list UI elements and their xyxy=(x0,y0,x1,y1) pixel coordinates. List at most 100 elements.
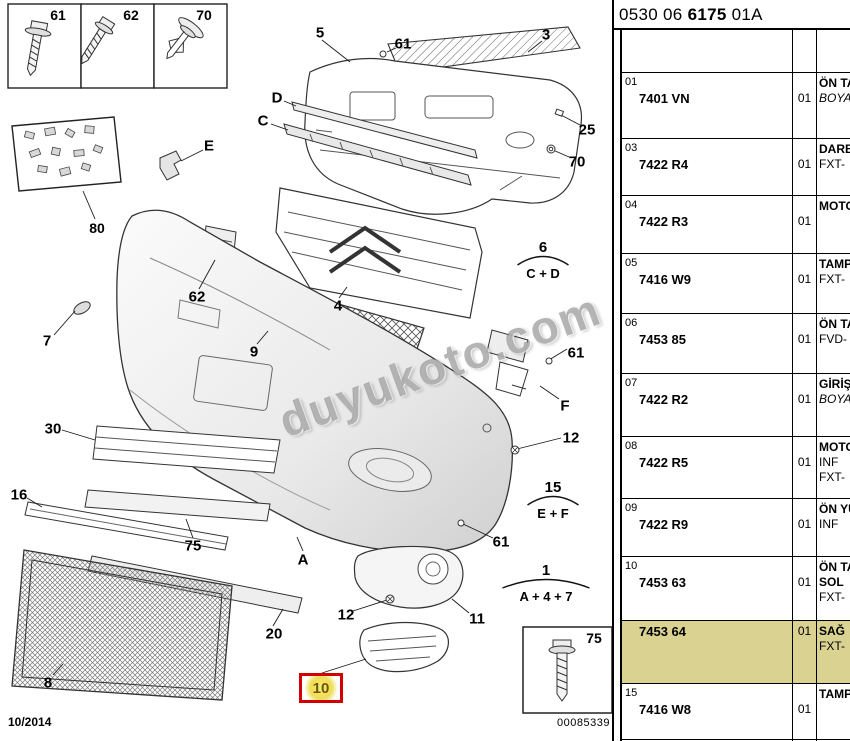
brace-icon xyxy=(527,495,579,506)
part-callout-F[interactable]: F xyxy=(560,397,570,415)
row-description: ÖN TAFVD- xyxy=(819,317,850,347)
part-callout-9[interactable]: 9 xyxy=(249,343,259,361)
part-callout-61[interactable]: 61 xyxy=(567,344,585,362)
description-line: ÖN YU xyxy=(819,502,850,516)
page-ref-figure: 6175 xyxy=(687,5,727,24)
description-line: ÖN TA xyxy=(819,560,850,574)
row-quantity: 01 xyxy=(797,702,812,716)
row-description: MOTOINFFXT- xyxy=(819,440,850,485)
group-label: 15 xyxy=(544,479,562,496)
part-callout-20[interactable]: 20 xyxy=(265,625,283,643)
exploded-view-drawing xyxy=(7,3,612,714)
description-line: GİRİŞ xyxy=(819,377,850,391)
part-callout-12[interactable]: 12 xyxy=(562,429,580,447)
part-callout-75[interactable]: 75 xyxy=(184,537,202,555)
row-quantity: 01 xyxy=(797,392,812,406)
part-callout-25[interactable]: 25 xyxy=(578,121,596,139)
description-line: FXT- xyxy=(819,157,845,171)
row-quantity: 01 xyxy=(797,91,812,105)
description-line: FXT- xyxy=(819,639,845,653)
row-ref-number: 09 xyxy=(625,502,638,514)
page-reference-number: 0530 06 6175 01A xyxy=(614,0,850,30)
description-line: BOYA xyxy=(819,91,850,105)
part-callout-8[interactable]: 8 xyxy=(43,674,53,692)
box-label-80: 80 xyxy=(89,220,105,236)
part-callout-7[interactable]: 7 xyxy=(42,332,52,350)
description-line: BOYA xyxy=(819,392,850,406)
description-line: MOTO xyxy=(819,199,850,213)
row-part-number: 7453 85 xyxy=(639,332,686,347)
part-callout-E[interactable]: E xyxy=(203,137,215,155)
page-ref-suffix: 01A xyxy=(726,5,763,24)
row-description: ÖN YUINF xyxy=(819,502,850,532)
description-line: ÖN TA xyxy=(819,76,850,90)
description-line: FXT- xyxy=(819,590,845,604)
description-line: SOL xyxy=(819,575,844,589)
row-part-number: 7422 R4 xyxy=(639,157,689,172)
row-description: DARBFXT- xyxy=(819,142,850,172)
row-quantity: 01 xyxy=(797,332,812,346)
row-quantity: 01 xyxy=(797,517,812,531)
row-part-number: 7416 W8 xyxy=(639,702,692,717)
brace-icon xyxy=(502,578,590,589)
row-part-number: 7422 R9 xyxy=(639,517,689,532)
box-label-61: 61 xyxy=(50,7,66,23)
row-part-number: 7453 64 xyxy=(639,624,686,639)
row-part-number: 7422 R2 xyxy=(639,392,689,407)
row-ref-number: 04 xyxy=(625,199,638,211)
row-description: MOTO xyxy=(819,199,850,214)
row-ref-number: 05 xyxy=(625,257,638,269)
row-part-number: 7422 R5 xyxy=(639,455,689,470)
part-callout-11[interactable]: 11 xyxy=(469,610,485,628)
part-callout-5[interactable]: 5 xyxy=(315,24,325,42)
description-line: TAMP xyxy=(819,257,850,271)
part-callout-61[interactable]: 61 xyxy=(492,533,510,551)
part-callout-C[interactable]: C xyxy=(257,112,269,130)
part-callout-61[interactable]: 61 xyxy=(394,35,412,53)
row-quantity: 01 xyxy=(797,455,812,469)
part-callout-70[interactable]: 70 xyxy=(568,153,586,171)
date-stamp: 10/2014 xyxy=(8,715,52,729)
part-callout-D[interactable]: D xyxy=(271,89,283,107)
table-header-empty xyxy=(622,30,850,73)
row-description: TAMP xyxy=(819,687,850,702)
description-line: INF xyxy=(819,517,839,531)
highlighted-callout-10[interactable]: 10 xyxy=(299,673,343,703)
part-callout-16[interactable]: 16 xyxy=(10,486,28,504)
row-part-number: 7453 63 xyxy=(639,575,686,590)
description-line: TAMP xyxy=(819,687,850,701)
part-callout-12[interactable]: 12 xyxy=(337,606,355,624)
part-callout-A[interactable]: A xyxy=(297,551,309,569)
group-sub-label: E + F xyxy=(537,506,569,521)
row-ref-number: 08 xyxy=(625,440,638,452)
group-callout-15[interactable]: 15 E + F xyxy=(526,480,581,520)
row-part-number: 7422 R3 xyxy=(639,214,689,229)
part-callout-3[interactable]: 3 xyxy=(541,26,551,44)
part-callout-4[interactable]: 4 xyxy=(333,297,343,315)
group-label: 1 xyxy=(541,562,551,579)
group-label: 6 xyxy=(538,239,548,256)
box-label-70: 70 xyxy=(196,7,212,23)
row-part-number: 7401 VN xyxy=(639,91,690,106)
description-line: INF xyxy=(819,455,839,469)
part-callout-62[interactable]: 62 xyxy=(188,288,206,306)
part-callout-30[interactable]: 30 xyxy=(44,420,62,438)
